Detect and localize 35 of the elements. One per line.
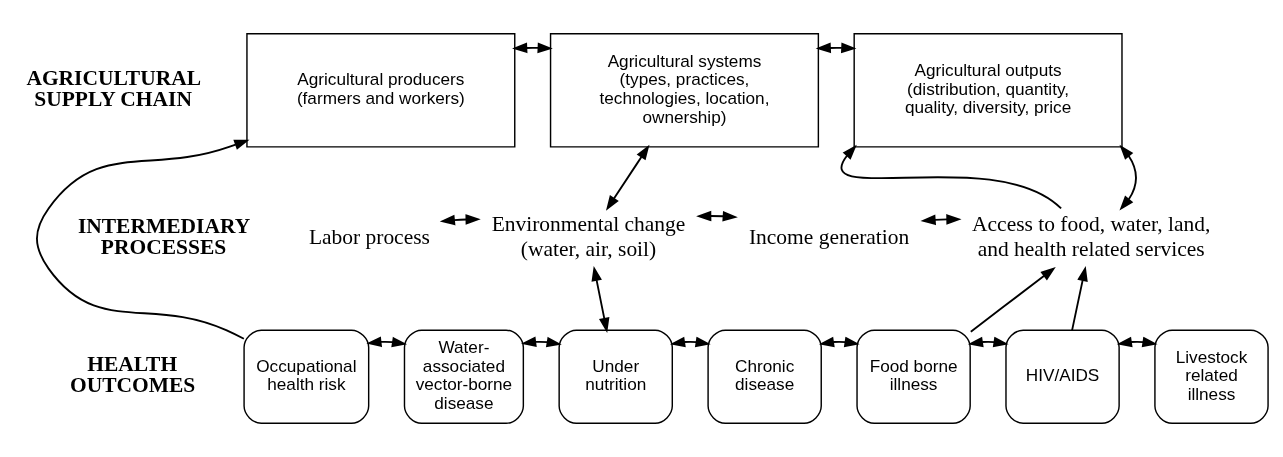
arrow	[815, 42, 857, 54]
arrow	[840, 144, 1063, 210]
arrow	[521, 336, 562, 348]
arrow	[969, 266, 1056, 333]
arrow	[591, 265, 610, 333]
node-box: Under nutrition	[558, 329, 673, 424]
arrow	[967, 336, 1009, 348]
arrow	[818, 336, 860, 348]
label: INTERMEDIARY PROCESSES	[77, 213, 251, 260]
node-text: Access to food, water, land, and health related services	[972, 212, 1211, 261]
node-box: Agricultural producers (farmers and workers)	[246, 33, 516, 148]
node-box: Occupational health risk	[243, 329, 370, 424]
arrow	[1116, 336, 1158, 348]
arrow	[1119, 144, 1137, 211]
arrow	[669, 336, 711, 348]
node-text: Environmental change (water, air, soil)	[491, 212, 686, 261]
node-text: Labor process	[308, 224, 430, 249]
node-box: Food borne illness	[856, 329, 971, 424]
label: AGRICULTURAL SUPPLY CHAIN	[26, 65, 201, 112]
arrow	[366, 336, 408, 348]
node-box: Agricultural outputs (distribution, quantity, quality, diversity, price	[853, 33, 1123, 148]
arrow	[512, 42, 553, 54]
arrow	[696, 210, 738, 222]
arrow	[1071, 265, 1088, 332]
node-text: Income generation	[748, 224, 910, 249]
arrow	[36, 139, 250, 340]
node-box: Chronic disease	[707, 329, 822, 424]
node-box: Water-associated vector-borne disease	[403, 329, 525, 424]
node-box: HIV/AIDS	[1005, 329, 1120, 424]
arrow	[439, 214, 481, 226]
label: HEALTH OUTCOMES	[70, 352, 196, 398]
node-box: Agricultural systems (types, practices, technologies, location, ownership)	[549, 33, 820, 148]
arrow	[920, 214, 962, 226]
arrow	[605, 144, 650, 211]
node-box: Livestock related illness	[1154, 329, 1269, 424]
